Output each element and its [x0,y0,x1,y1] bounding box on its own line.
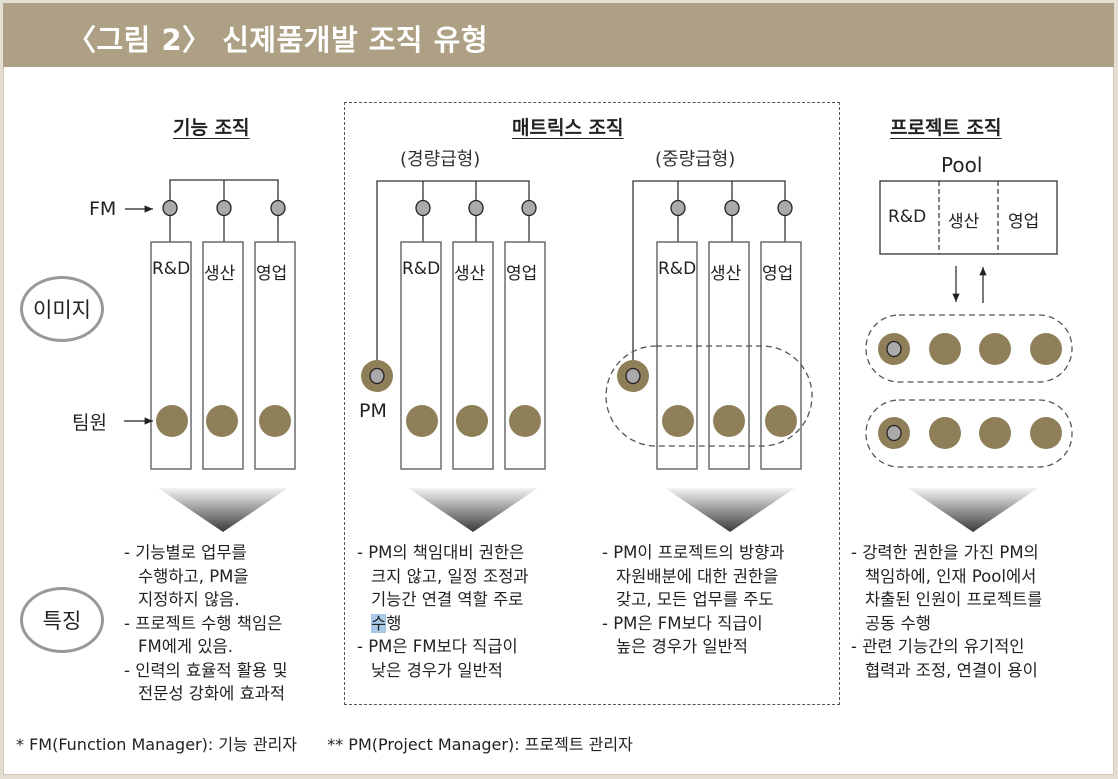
feature-line: 기능간 연결 역할 주로 [371,590,524,609]
feature-line: 크지 않고, 일정 조정과 [371,566,529,586]
feature-line: 수행하고, PM을 [138,566,249,586]
project-diagram [865,180,1073,532]
member-circle-icon [509,405,541,437]
features-row-label: 특징 [20,587,104,653]
down-triangle-icon [158,488,288,532]
light-matrix-subtitle: (경량급형) [400,149,481,170]
member-circle-icon [929,333,961,365]
fm-node-icon [521,199,537,217]
member-circle-icon [1030,417,1062,449]
feature-line: - PM은 FM보다 직급이 [357,637,518,656]
fm-node-icon [216,199,232,217]
feature-line: 갖고, 모든 업무를 주도 [616,590,774,609]
member-circle-icon [662,405,694,437]
project-features: - 강력한 권한을 가진 PM의 책임하에, 인재 Pool에서 차출된 인원이… [851,541,1113,682]
member-circle-icon [929,417,961,449]
image-row-text: 이미지 [33,298,91,322]
feature-line: 높은 경우가 일반적 [616,637,748,656]
down-triangle-icon [665,488,795,532]
column-label: R&D [402,259,441,279]
member-circle-icon [1030,333,1062,365]
feature-line: - 프로젝트 수행 책임은 [124,613,283,633]
fm-node-icon [724,199,740,217]
text-selection-highlight[interactable]: 수 [371,613,387,633]
feature-line: FM에게 있음. [138,637,233,656]
pool-column-label: 생산 [948,212,980,232]
project-team-boundary [865,399,1073,468]
feature-line: 협력과 조정, 연결이 용이 [865,660,1038,680]
member-circle-icon [979,417,1011,449]
pool-label: Pool [941,153,983,177]
features-row-text: 특징 [42,609,82,633]
pool-column-label: 영업 [1008,212,1040,232]
image-row-label: 이미지 [20,276,104,342]
pool-box [879,180,1058,255]
feature-line: - PM의 책임대비 권한은 [357,543,525,562]
member-circle-icon [713,405,745,437]
pool-column-label: R&D [888,207,927,227]
member-circle-icon [765,405,797,437]
column-label: R&D [658,259,697,279]
feature-line: 낮은 경우가 일반적 [371,660,503,680]
fm-node-icon [162,199,178,217]
member-circle-icon [456,405,488,437]
column-label: 영업 [506,264,538,284]
feature-line: - PM이 프로젝트의 방향과 [602,543,785,562]
light-matrix-diagram [361,180,546,532]
heavy-matrix-features: - PM이 프로젝트의 방향과 자원배분에 대한 권한을 갖고, 모든 업무를 … [602,541,842,659]
column-label: 영업 [256,264,288,284]
member-circle-icon [156,405,188,437]
feature-line: - 관련 기능간의 유기적인 [851,637,1025,656]
column-label: 생산 [204,264,236,284]
feature-line: 지정하지 않음. [138,590,240,609]
matrix-group-box [344,102,840,705]
feature-line: - PM은 FM보다 직급이 [602,613,763,633]
feature-line: 자원배분에 대한 권한을 [616,566,779,586]
member-circle-icon [406,405,438,437]
heavy-matrix-subtitle: (중량급형) [655,149,736,170]
column-label: 영업 [762,264,794,284]
functional-features: - 기능별로 업무를 수행하고, PM을 지정하지 않음. - 프로젝트 수행 … [124,541,344,706]
functional-diagram [124,179,296,532]
column-label: 생산 [710,264,742,284]
member-circle-icon [979,333,1011,365]
fm-node-icon [270,199,286,217]
footnote-fm: * FM(Function Manager): 기능 관리자 [16,735,298,754]
footnotes: * FM(Function Manager): 기능 관리자 ** PM(Pro… [16,731,633,755]
figure-title: 〈그림 2〉 신제품개발 조직 유형 [67,23,489,57]
fm-node-icon [670,199,686,217]
feature-line: - 인력의 효율적 활용 및 [124,660,288,680]
project-title: 프로젝트 조직 [890,117,1002,139]
column-label: 생산 [454,264,486,284]
feature-line: 공동 수행 [865,613,931,633]
column-label: R&D [152,259,191,279]
team-boundary [605,345,813,447]
light-matrix-features: - PM의 책임대비 권한은 크지 않고, 일정 조정과 기능간 연결 역할 주… [357,541,592,682]
footnote-pm: ** PM(Project Manager): 프로젝트 관리자 [327,735,633,754]
title-bar: 〈그림 2〉 신제품개발 조직 유형 [3,3,1114,67]
fm-node-icon [468,199,484,217]
feature-line: - 기능별로 업무를 [124,543,247,562]
feature-line: - 강력한 권한을 가진 PM의 [851,543,1039,562]
member-label: 팀원 [72,412,107,434]
member-circle-icon [259,405,291,437]
fm-node-icon [777,199,793,217]
project-team-boundary [865,314,1073,383]
feature-line: 책임하에, 인재 Pool에서 [865,566,1037,586]
feature-line-rest: 행 [386,613,402,633]
matrix-title: 매트릭스 조직 [512,117,624,139]
fm-label: FM [89,198,117,220]
functional-title: 기능 조직 [173,117,250,139]
heavy-matrix-diagram [605,180,813,532]
down-triangle-icon [908,488,1038,532]
pm-label: PM [359,400,387,422]
feature-line: 전문성 강화에 효과적 [138,684,286,703]
feature-line: 차출된 인원이 프로젝트를 [865,590,1043,609]
down-triangle-icon [408,488,538,532]
member-circle-icon [206,405,238,437]
feature-line: 수행 [357,612,592,636]
fm-node-icon [415,199,431,217]
